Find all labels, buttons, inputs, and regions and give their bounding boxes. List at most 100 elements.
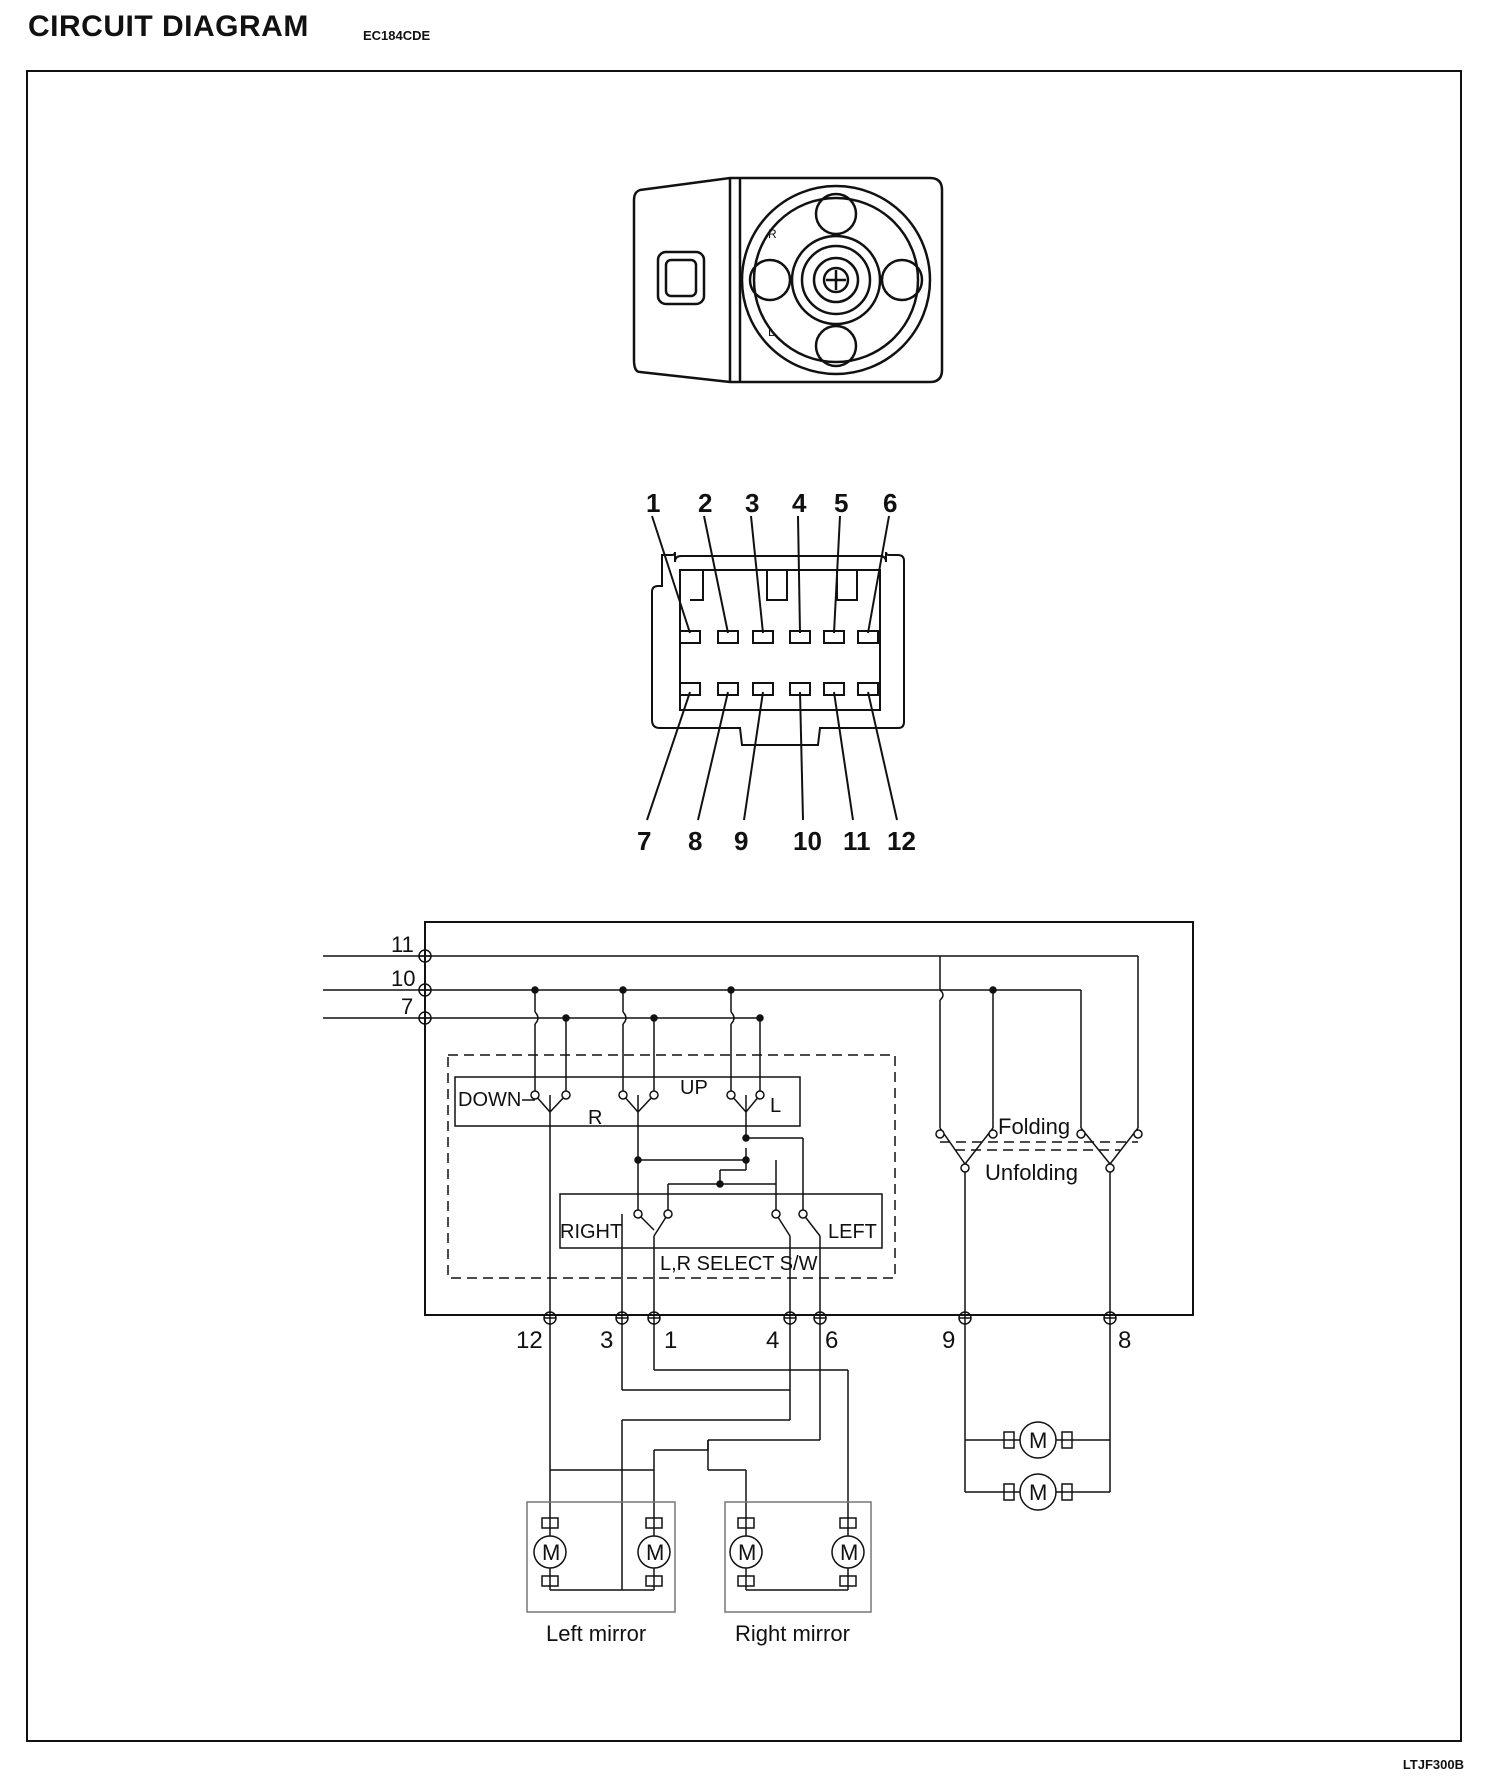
circuit-labels: 11 10 7 DOWN UP R L RIGHT LEFT L,R SELEC… [391, 932, 1078, 1646]
figure-reference: LTJF300B [1402, 1757, 1464, 1772]
motor-brush [541, 1575, 559, 1587]
pin-label: 8 [688, 826, 702, 856]
pin-leader [697, 691, 729, 821]
switch-contact [1105, 1163, 1115, 1173]
label-left: LEFT [828, 1221, 877, 1243]
left-mirror-box [526, 1501, 676, 1613]
pin-label: 10 [793, 826, 822, 856]
junction-dot [531, 986, 539, 994]
pin-leader [797, 515, 801, 634]
pin-label: 5 [834, 488, 848, 518]
switch-housing [424, 921, 1194, 1316]
motor-brush [645, 1575, 663, 1587]
motor-brush [839, 1575, 857, 1587]
pin-label: 9 [734, 826, 748, 856]
pin-label: 12 [887, 826, 916, 856]
motor-label: M [542, 1540, 560, 1565]
terminal-nodes [418, 949, 1143, 1325]
label-up: UP [680, 1077, 708, 1099]
label-unfolding: Unfolding [985, 1160, 1078, 1185]
pin-leader [703, 515, 729, 634]
pin-leader [833, 515, 841, 634]
junction-dot [716, 1180, 724, 1188]
motor-label: M [738, 1540, 756, 1565]
page-title: CIRCUIT DIAGRAM [28, 10, 309, 43]
diagram-frame [26, 70, 1462, 1742]
mirror-switch-face: R L [632, 176, 944, 384]
motor-label: M [840, 1540, 858, 1565]
pin-label: 3 [745, 488, 759, 518]
switch-contact [1076, 1129, 1086, 1139]
motor-brush [1061, 1483, 1073, 1501]
terminal-label-11: 11 [391, 932, 414, 957]
label-right: RIGHT [560, 1221, 622, 1243]
junction-dot [742, 1156, 750, 1164]
pin-label: 2 [698, 488, 712, 518]
junction-dot [742, 1134, 750, 1142]
bottom-terminal-label: 12 [516, 1327, 543, 1354]
junction-dot [562, 1014, 570, 1022]
motor-brush [839, 1517, 857, 1529]
right-mirror-box [724, 1501, 872, 1613]
mark-l: L [768, 325, 775, 339]
switch-contact [663, 1209, 673, 1219]
pin-label: 4 [792, 488, 807, 518]
switch-contact [726, 1090, 736, 1100]
pin-label: 7 [637, 826, 651, 856]
pin-label: 1 [646, 488, 660, 518]
junction-dot [634, 1156, 642, 1164]
switch-contact [798, 1209, 808, 1219]
motor-label: M [646, 1540, 664, 1565]
switch-contact [649, 1090, 659, 1100]
motor-icon [533, 1535, 567, 1569]
motor-icon [831, 1535, 865, 1569]
junction-dot [989, 986, 997, 994]
bottom-terminal-label: 4 [766, 1327, 779, 1354]
pin-leader [867, 691, 898, 821]
motor-brush [737, 1575, 755, 1587]
connector-outline [651, 551, 905, 746]
pin-leader [743, 691, 764, 821]
terminal-label-7: 7 [401, 994, 413, 1019]
connector-pins [646, 515, 898, 821]
input-lines [323, 955, 1139, 1128]
switch-contact [960, 1163, 970, 1173]
bottom-terminal-label: 1 [664, 1327, 677, 1354]
switch-contact [1133, 1129, 1143, 1139]
motor-brush [737, 1517, 755, 1529]
motor-icon [637, 1535, 671, 1569]
switch-contact [561, 1090, 571, 1100]
motor-brush [1003, 1431, 1015, 1449]
bottom-terminal-label: 3 [600, 1327, 613, 1354]
updown-contacts [522, 1094, 761, 1118]
motor-label: M [1029, 1480, 1047, 1505]
pin-leader [833, 691, 854, 821]
label-folding: Folding [998, 1114, 1070, 1139]
motor-icon [729, 1535, 763, 1569]
motor-label: M [1029, 1428, 1047, 1453]
motor-brush [1061, 1431, 1073, 1449]
motor-icon [1019, 1421, 1057, 1459]
mark-r: R [768, 227, 777, 241]
label-right-mirror: Right mirror [735, 1621, 850, 1646]
label-r: R [588, 1107, 602, 1129]
bottom-terminal-label: 9 [942, 1327, 955, 1354]
switch-contact [935, 1129, 945, 1139]
switch-contact [771, 1209, 781, 1219]
label-l: L [770, 1095, 781, 1117]
junction-dot [650, 1014, 658, 1022]
pin-leader [867, 515, 890, 634]
motor-brush [541, 1517, 559, 1529]
label-down: DOWN [458, 1089, 521, 1111]
switch-contact [530, 1090, 540, 1100]
pin-label: 6 [883, 488, 897, 518]
switch-contact [755, 1090, 765, 1100]
folding-switch [939, 1127, 1139, 1318]
switch-contact [633, 1209, 643, 1219]
junction-dot [727, 986, 735, 994]
pin-label: 11 [843, 826, 871, 856]
switch-contact [988, 1129, 998, 1139]
terminal-label-10: 10 [391, 966, 415, 991]
